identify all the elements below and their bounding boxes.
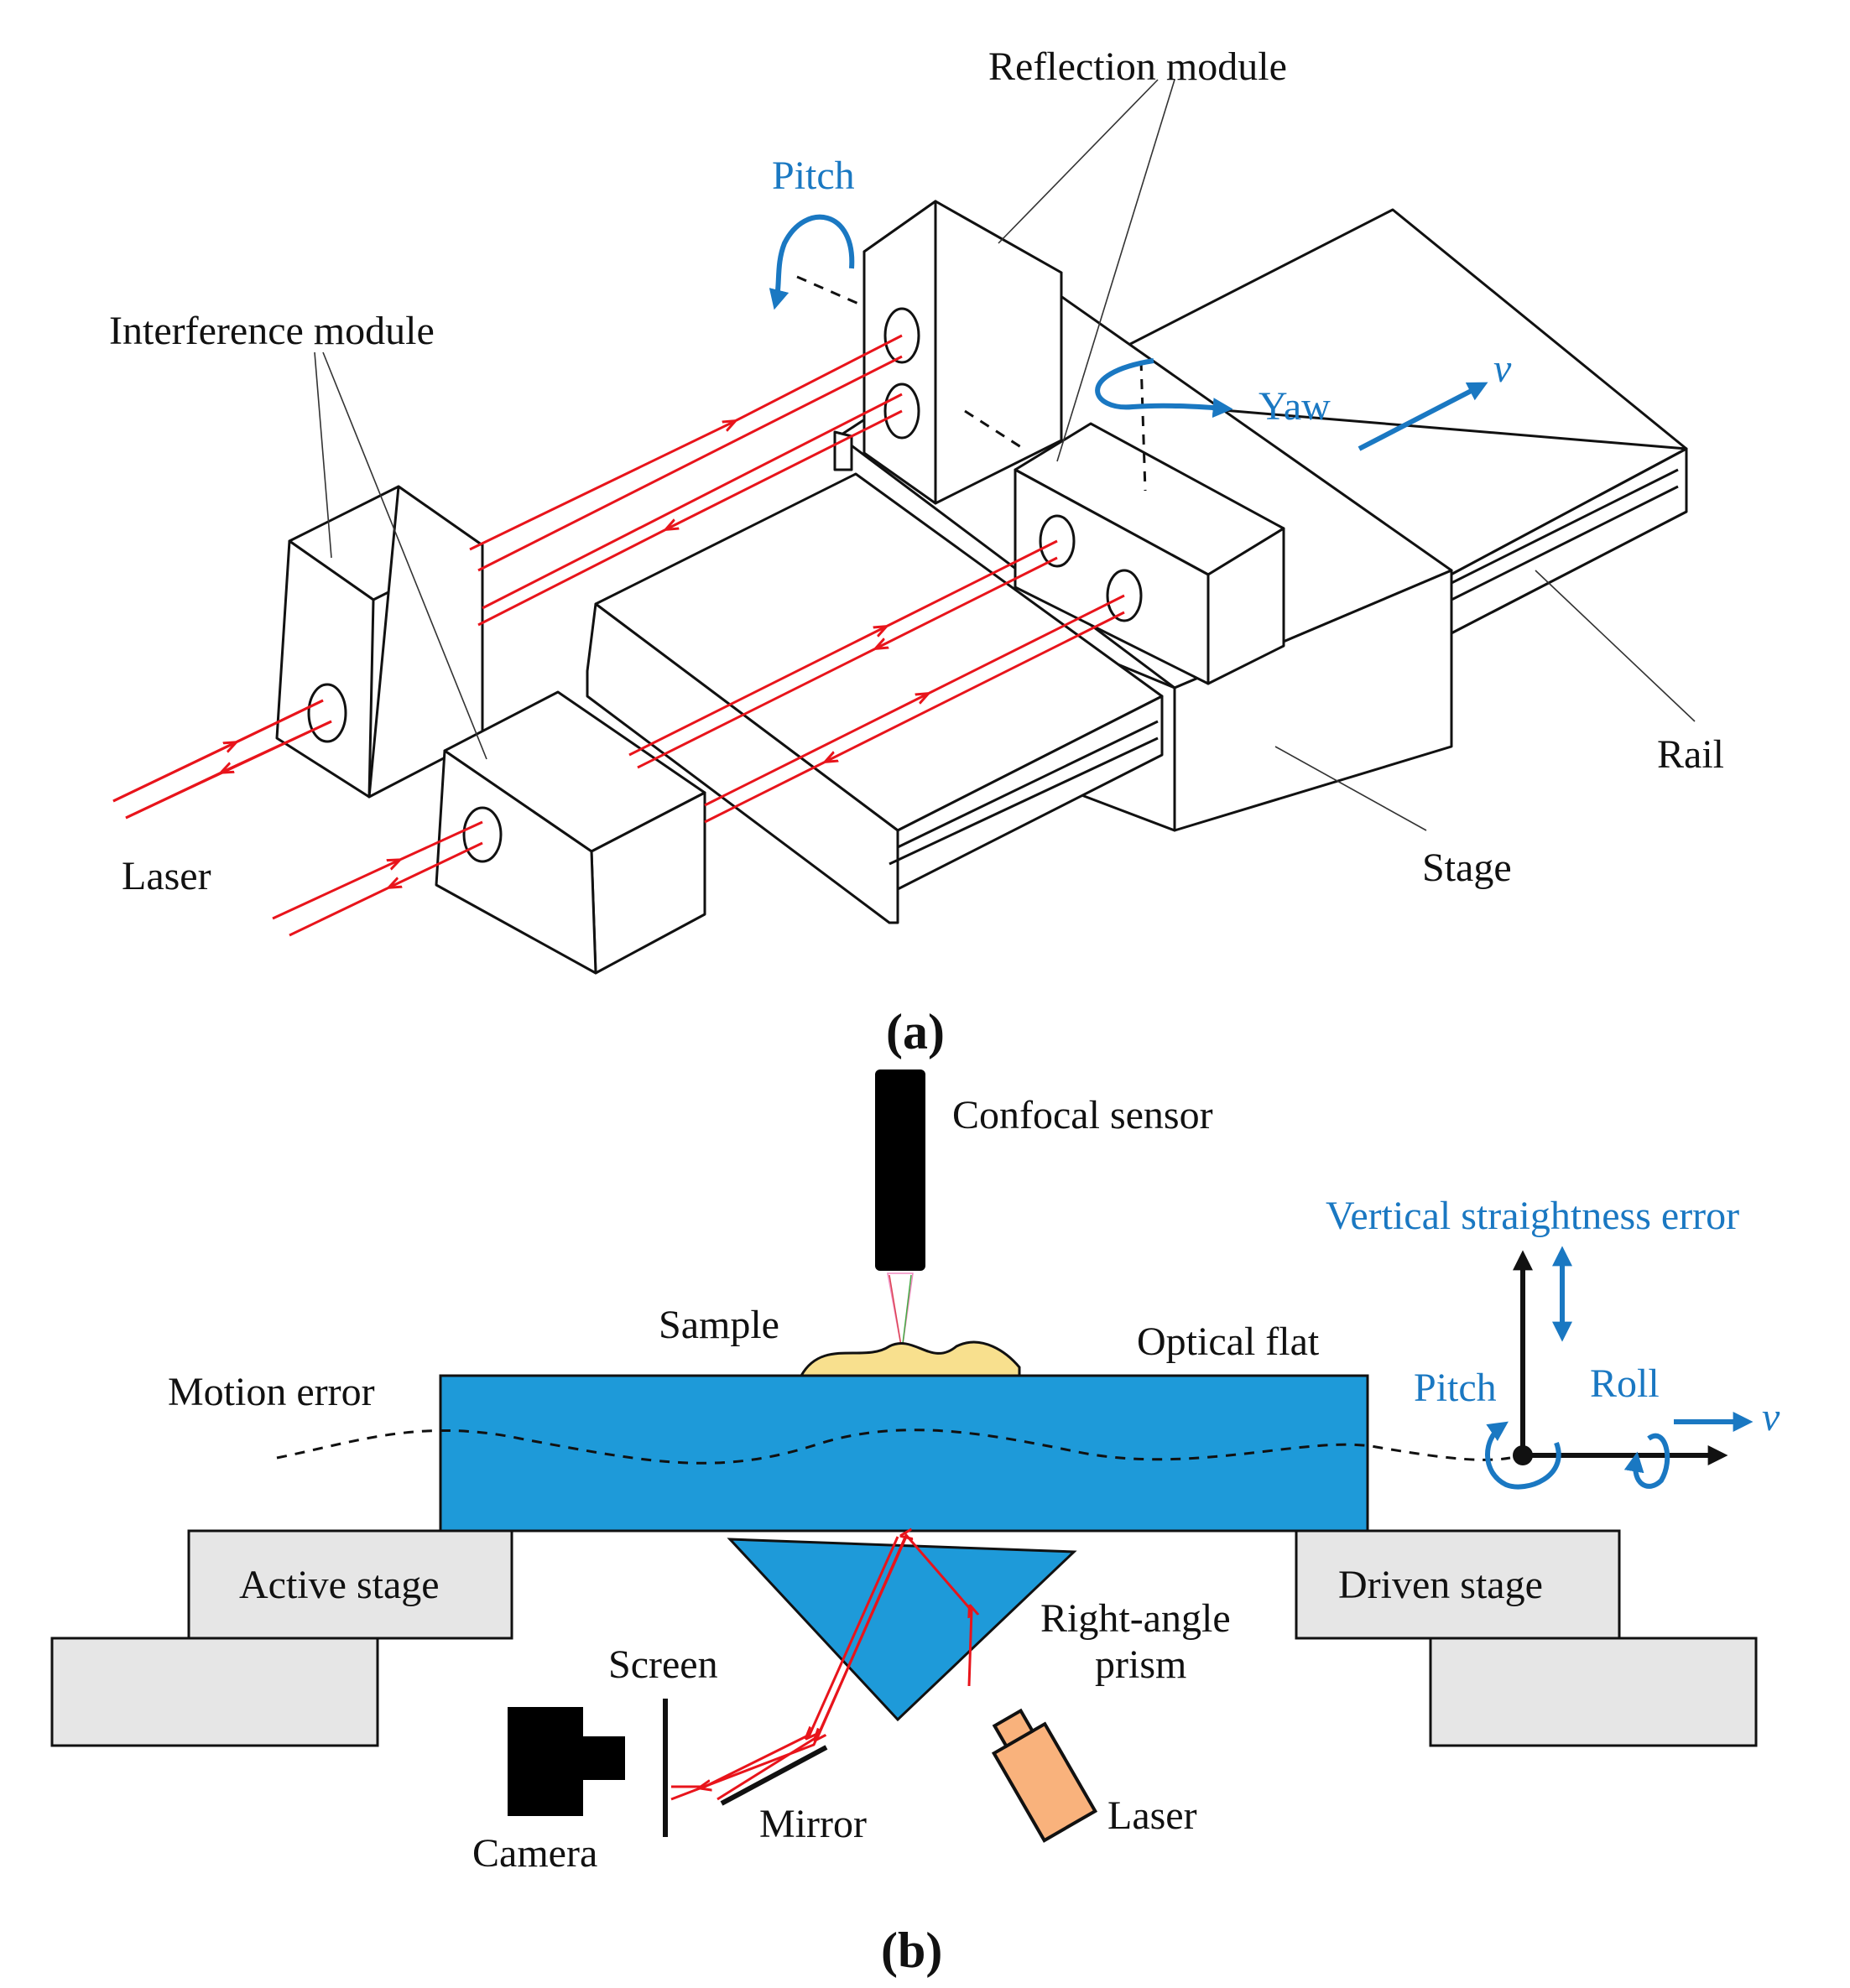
velocity-label-b: v bbox=[1762, 1395, 1780, 1439]
yaw-label: Yaw bbox=[1259, 384, 1331, 429]
camera-label: Camera bbox=[472, 1831, 597, 1876]
active-stage bbox=[187, 1529, 513, 1640]
sensor-cone bbox=[887, 1272, 914, 1351]
interference-module-tall bbox=[275, 485, 484, 799]
motion-error-label: Motion error bbox=[168, 1370, 375, 1414]
active-stage-label: Active stage bbox=[239, 1563, 440, 1607]
vertical-straightness-error-label: Vertical straightness error bbox=[1326, 1194, 1739, 1238]
laser-label-a: Laser bbox=[122, 854, 211, 898]
interference-module-short bbox=[435, 690, 706, 975]
rail-front bbox=[586, 430, 1164, 924]
sample bbox=[799, 1340, 1021, 1377]
driven-stage bbox=[1295, 1529, 1621, 1640]
velocity-label-a: v bbox=[1493, 346, 1512, 391]
confocal-sensor bbox=[875, 1069, 925, 1271]
mirror bbox=[720, 1745, 828, 1806]
driven-stage-base bbox=[1429, 1637, 1758, 1747]
mirror-label: Mirror bbox=[759, 1802, 867, 1846]
pitch-label-b: Pitch bbox=[1414, 1366, 1497, 1410]
right-angle-prism bbox=[727, 1538, 1077, 1722]
laser-beams-b bbox=[670, 1535, 972, 1801]
optical-flat bbox=[439, 1374, 1369, 1533]
right-angle-prism-label-2: prism bbox=[1095, 1642, 1186, 1687]
panel-a-caption: (a) bbox=[886, 1004, 945, 1059]
reflection-module-tall bbox=[862, 200, 1063, 505]
active-stage-base bbox=[50, 1637, 379, 1747]
motion-error-curve bbox=[276, 1429, 1511, 1465]
screen-label: Screen bbox=[608, 1642, 718, 1687]
leaders-a bbox=[314, 79, 1696, 831]
roll-label: Roll bbox=[1590, 1361, 1660, 1406]
panel-b: Confocal sensor Vertical straightness er… bbox=[50, 1069, 1780, 1978]
interference-module-label: Interference module bbox=[109, 309, 435, 353]
confocal-sensor-label: Confocal sensor bbox=[952, 1093, 1213, 1137]
reflection-module-label: Reflection module bbox=[988, 44, 1287, 89]
axes-b bbox=[1485, 1246, 1754, 1490]
optical-flat-label: Optical flat bbox=[1137, 1319, 1320, 1364]
reflection-module-short bbox=[1014, 422, 1285, 685]
laser-label-b: Laser bbox=[1107, 1793, 1197, 1838]
panel-a: Reflection module Pitch Interference mod… bbox=[109, 44, 1724, 1059]
laser-beams-a bbox=[112, 334, 1125, 937]
driven-stage-label: Driven stage bbox=[1338, 1563, 1543, 1607]
camera-lens bbox=[583, 1736, 625, 1780]
rail-label: Rail bbox=[1657, 732, 1724, 777]
stage-label: Stage bbox=[1422, 846, 1512, 890]
pitch-label-a: Pitch bbox=[772, 154, 855, 198]
panel-b-caption: (b) bbox=[881, 1923, 942, 1978]
motion-indicators-a bbox=[769, 214, 1488, 492]
sample-label: Sample bbox=[659, 1303, 779, 1347]
right-angle-prism-label-1: Right-angle bbox=[1040, 1596, 1231, 1641]
camera bbox=[508, 1707, 583, 1816]
laser-device-b bbox=[991, 1708, 1098, 1843]
